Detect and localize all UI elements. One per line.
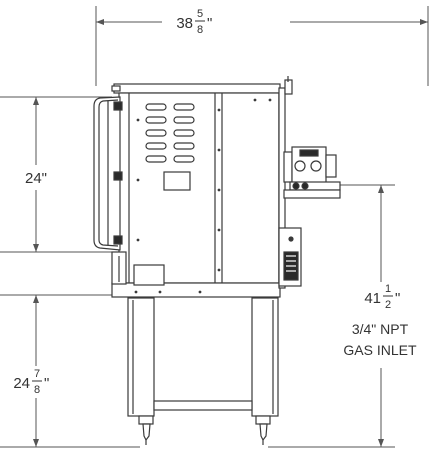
overall-width-label: 38 5 8 " xyxy=(176,8,212,36)
stand-height-whole: 24 xyxy=(13,375,30,392)
cabinet-body xyxy=(118,92,280,284)
gas-inlet-size-label: 3/4" NPT xyxy=(352,321,409,337)
stand-height-denominator: 8 xyxy=(34,384,40,396)
gas-inlet-height-denominator: 2 xyxy=(385,299,391,311)
overall-width-numerator: 5 xyxy=(197,8,203,20)
dimension-arrowheads xyxy=(33,19,428,447)
gas-inlet-height-numerator: 1 xyxy=(385,283,391,295)
left-foot xyxy=(142,423,151,442)
stand-height-unit: " xyxy=(44,375,49,392)
gas-inlet-caption: GAS INLET xyxy=(343,342,417,358)
vent-louvers xyxy=(145,103,195,163)
panel-rivets xyxy=(134,98,272,294)
dimension-lines xyxy=(0,6,429,448)
stand-height-label: 24 7 8 " xyxy=(13,368,49,396)
left-leg xyxy=(127,297,155,417)
lower-door-frame xyxy=(111,251,165,286)
flue-vent xyxy=(284,76,293,95)
right-leg xyxy=(251,297,279,417)
cabinet-base xyxy=(111,282,281,298)
overall-width-unit: " xyxy=(207,15,212,32)
right-foot xyxy=(259,423,268,442)
gas-valve-assembly xyxy=(283,146,341,199)
bottom-shelf-brace xyxy=(153,400,253,411)
gas-inlet-height-label: 41 1 2 " xyxy=(364,283,400,311)
overall-width-whole: 38 xyxy=(176,15,193,32)
side-access-plate xyxy=(163,171,191,191)
cavity-height-label: 24" xyxy=(25,170,47,187)
oven-cabinet xyxy=(111,83,286,298)
stand xyxy=(127,297,279,445)
stand-height-numerator: 7 xyxy=(34,368,40,380)
lower-access-panel xyxy=(133,264,165,286)
gas-inlet-height-whole: 41 xyxy=(364,290,381,307)
oven-door xyxy=(93,96,123,251)
overall-width-denominator: 8 xyxy=(197,24,203,36)
control-box xyxy=(278,227,302,287)
gas-inlet-height-unit: " xyxy=(395,290,400,307)
